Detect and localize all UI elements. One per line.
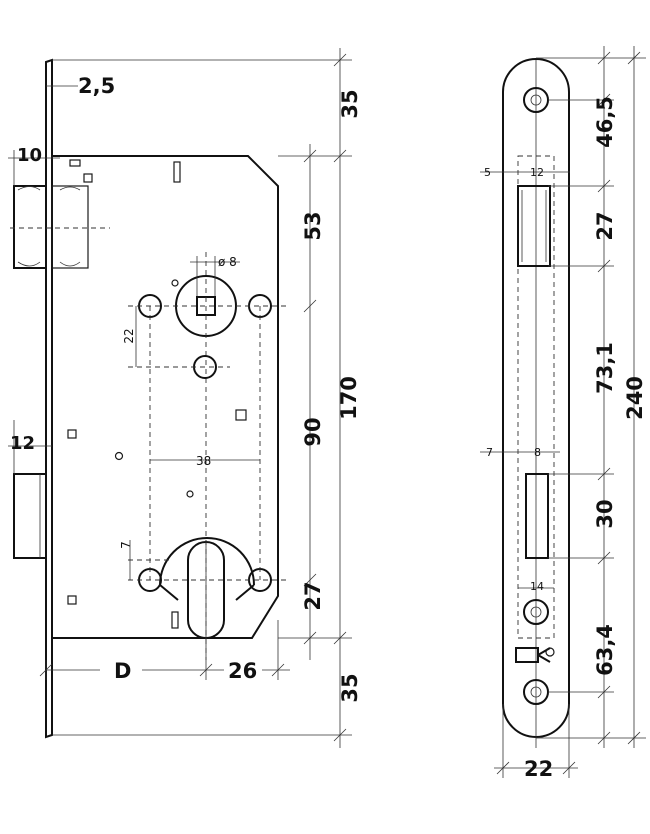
dim-top-distance: 46,5 bbox=[593, 96, 617, 148]
dim-total-height: 170 bbox=[337, 376, 361, 420]
faceplate-dimension-lines bbox=[480, 46, 646, 778]
dim-hole-offset-lower: 7 bbox=[119, 541, 133, 549]
dim-top-margin: 35 bbox=[338, 89, 362, 118]
faceplate-labels: 46,5 27 5 12 73,1 240 7 8 30 14 63,4 22 bbox=[484, 96, 647, 781]
dim-center-distance: 90 bbox=[301, 417, 325, 446]
dim-latch-height: 27 bbox=[593, 211, 617, 240]
dim-plate-width: 22 bbox=[524, 757, 553, 781]
dim-hole-spacing: 38 bbox=[196, 454, 211, 468]
dim-latch-offset: 10 bbox=[17, 145, 42, 166]
dim-faceplate-thickness: 2,5 bbox=[78, 74, 115, 98]
dim-bolt-offset: 12 bbox=[10, 433, 35, 454]
lock-symbol-icon bbox=[515, 647, 555, 663]
dim-hole-offset-upper: 22 bbox=[122, 328, 136, 343]
dim-spindle-diameter: ø 8 bbox=[218, 255, 237, 269]
dim-backset: D bbox=[114, 659, 131, 683]
dim-bolt-inset: 7 bbox=[486, 446, 493, 459]
faceplate-case-projection bbox=[517, 155, 555, 639]
dim-latch-width: 12 bbox=[530, 166, 544, 179]
dim-faceplate-total-height: 240 bbox=[623, 376, 647, 420]
lock-case-outline bbox=[52, 155, 279, 639]
cylinder-cutout bbox=[159, 537, 255, 640]
dim-bolt-height: 30 bbox=[593, 499, 617, 528]
dim-bottom-margin: 35 bbox=[338, 673, 362, 702]
dim-lower-width: 14 bbox=[530, 580, 544, 593]
dim-lower-height: 27 bbox=[301, 581, 325, 610]
faceplate-latch-opening bbox=[517, 185, 551, 267]
case-slots bbox=[67, 159, 247, 629]
faceplate-view: 46,5 27 5 12 73,1 240 7 8 30 14 63,4 22 bbox=[480, 46, 647, 781]
dim-upper-height: 53 bbox=[301, 211, 325, 240]
lock-faceplate-strip bbox=[45, 58, 53, 739]
latch-bolt bbox=[10, 185, 110, 269]
faceplate-bolt-opening bbox=[525, 473, 549, 559]
mounting-holes bbox=[138, 294, 272, 592]
dim-faceplate-center-distance: 73,1 bbox=[593, 342, 617, 394]
construction-lines bbox=[128, 305, 290, 581]
dim-bottom-distance: 63,4 bbox=[593, 624, 617, 676]
lock-body-dimension-lines bbox=[8, 48, 352, 748]
dim-latch-inset: 5 bbox=[484, 166, 491, 179]
dim-cylinder-offset: 26 bbox=[228, 659, 257, 683]
lock-body-labels: 2,5 10 12 35 53 90 170 27 35 D 26 ø 8 22… bbox=[10, 74, 362, 703]
lock-body-view: 2,5 10 12 35 53 90 170 27 35 D 26 ø 8 22… bbox=[8, 48, 362, 748]
dead-bolt bbox=[13, 473, 47, 559]
dim-bolt-width: 8 bbox=[534, 446, 541, 459]
